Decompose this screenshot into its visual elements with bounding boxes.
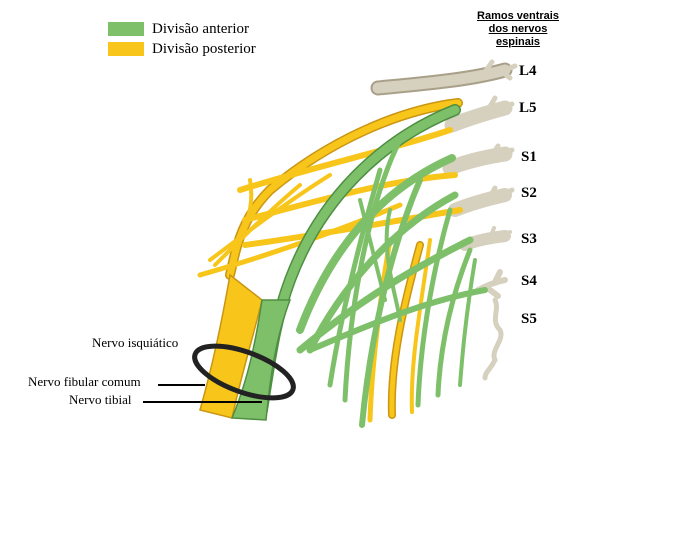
root-label-s2: S2 <box>521 185 537 201</box>
header-line: Ramos ventrais <box>477 10 559 22</box>
legend-label-posterior: Divisão posterior <box>152 41 256 57</box>
header-line: espinais <box>495 36 541 48</box>
legend-swatch-anterior <box>108 22 144 36</box>
legend-label-anterior: Divisão anterior <box>152 21 250 37</box>
root-label-s1: S1 <box>521 149 537 165</box>
header-line: dos nervos <box>488 23 548 35</box>
root-label-s5: S5 <box>521 311 537 327</box>
ventral-rami-header: Ramos ventrais dos nervos espinais <box>468 10 568 49</box>
root-label-l5: L5 <box>519 100 537 116</box>
root-label-s3: S3 <box>521 231 537 247</box>
legend-swatch-posterior <box>108 42 144 56</box>
tibial-nerve-label: Nervo tibial <box>69 392 132 407</box>
common-fibular-nerve-label: Nervo fibular comum <box>28 374 141 389</box>
posterior-division-branches <box>197 98 463 423</box>
leader-lines <box>143 384 262 403</box>
root-label-l4: L4 <box>519 63 537 79</box>
sciatic-nerve-label: Nervo isquiático <box>92 335 179 350</box>
sciatic-sheath-ring <box>192 343 296 401</box>
root-label-s4: S4 <box>521 273 537 289</box>
